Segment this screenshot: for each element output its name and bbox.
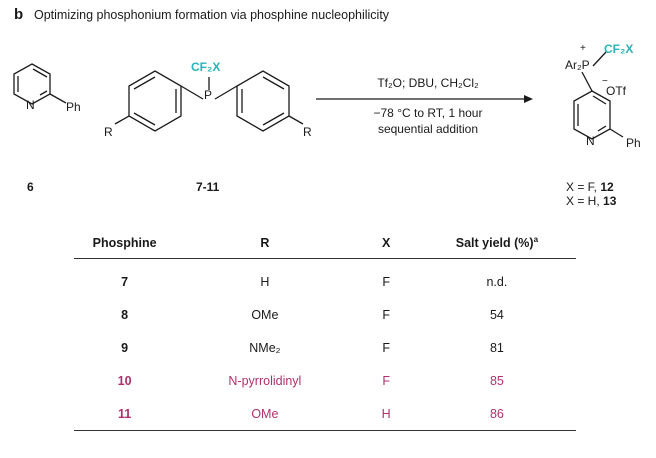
header-r: R — [260, 236, 270, 250]
cell-r: OMe — [175, 397, 355, 431]
product-otf-label: OTf — [606, 84, 626, 98]
phosphine-structure — [114, 70, 304, 132]
cell-yield: 81 — [489, 340, 504, 355]
cell-yield: 54 — [489, 307, 504, 322]
phosphine-cf2x-label: CF₂X — [191, 60, 221, 74]
panel-letter: b — [14, 6, 24, 23]
cell-phosphine: 9 — [121, 340, 129, 355]
cell-yield: n.d. — [486, 274, 508, 289]
product-cf2x-label: CF₂X — [604, 42, 634, 56]
pyridine-ring — [13, 63, 67, 105]
conditions-reagents: Tf₂O; DBU, CH₂Cl₂ — [377, 76, 479, 90]
product-structure — [573, 51, 624, 140]
phosphine-r-right: R — [303, 125, 312, 139]
conditions-temperature: −78 °C to RT, 1 hour — [373, 106, 483, 120]
table-row: 9 NMe₂ F 81 — [74, 331, 576, 364]
cell-phosphine: 10 — [117, 373, 132, 388]
cell-x: F — [382, 274, 390, 289]
product-plus-charge: + — [580, 43, 586, 54]
cell-r: H — [260, 274, 270, 289]
product-minus-charge: − — [602, 76, 608, 87]
cell-r: OMe — [251, 307, 279, 322]
cell-yield: 86 — [417, 397, 576, 431]
phosphine-r-left: R — [104, 125, 113, 139]
cell-yield: 85 — [489, 373, 504, 388]
table-row: 11 OMe H 86 — [74, 397, 576, 431]
reaction-arrow — [316, 95, 533, 103]
cell-x: F — [382, 373, 390, 388]
table-header-row: Phosphine R X Salt yield (%)a — [74, 228, 576, 259]
cell-r: N-pyrrolidinyl — [228, 373, 302, 388]
conditions-addition: sequential addition — [377, 122, 479, 136]
product-x-h-caption: X = H, 13 — [566, 194, 617, 208]
cell-r: NMe₂ — [249, 340, 281, 355]
panel-title: Optimizing phosphonium formation via pho… — [34, 8, 390, 22]
product-n-label: N — [586, 134, 595, 148]
cell-x: F — [382, 340, 390, 355]
header-x: X — [381, 236, 391, 250]
header-salt-yield: Salt yield (%)a — [455, 235, 539, 251]
cell-x: F — [382, 307, 390, 322]
cell-x: H — [354, 397, 418, 431]
cell-phosphine: 7 — [121, 274, 129, 289]
pyridine-ph-label: Ph — [66, 100, 81, 114]
table-row: 7 H F n.d. — [74, 259, 576, 299]
phosphine-p-label: P — [204, 88, 213, 102]
product-ph-label: Ph — [626, 136, 641, 150]
product-x-f-caption: X = F, 12 — [566, 180, 614, 194]
cell-phosphine: 8 — [121, 307, 129, 322]
yield-table: Phosphine R X Salt yield (%)a 7 H F n.d.… — [74, 228, 576, 431]
table-row: 8 OMe F 54 — [74, 298, 576, 331]
pyridine-n-label: N — [26, 98, 35, 112]
compound-6-number: 6 — [27, 180, 34, 194]
header-phosphine: Phosphine — [92, 236, 157, 250]
reaction-scheme — [13, 51, 624, 140]
product-ar2p-label: Ar₂P — [565, 58, 590, 72]
compound-7-11-number: 7-11 — [196, 180, 220, 194]
table-row: 10 N-pyrrolidinyl F 85 — [74, 364, 576, 397]
cell-phosphine: 11 — [74, 397, 176, 431]
